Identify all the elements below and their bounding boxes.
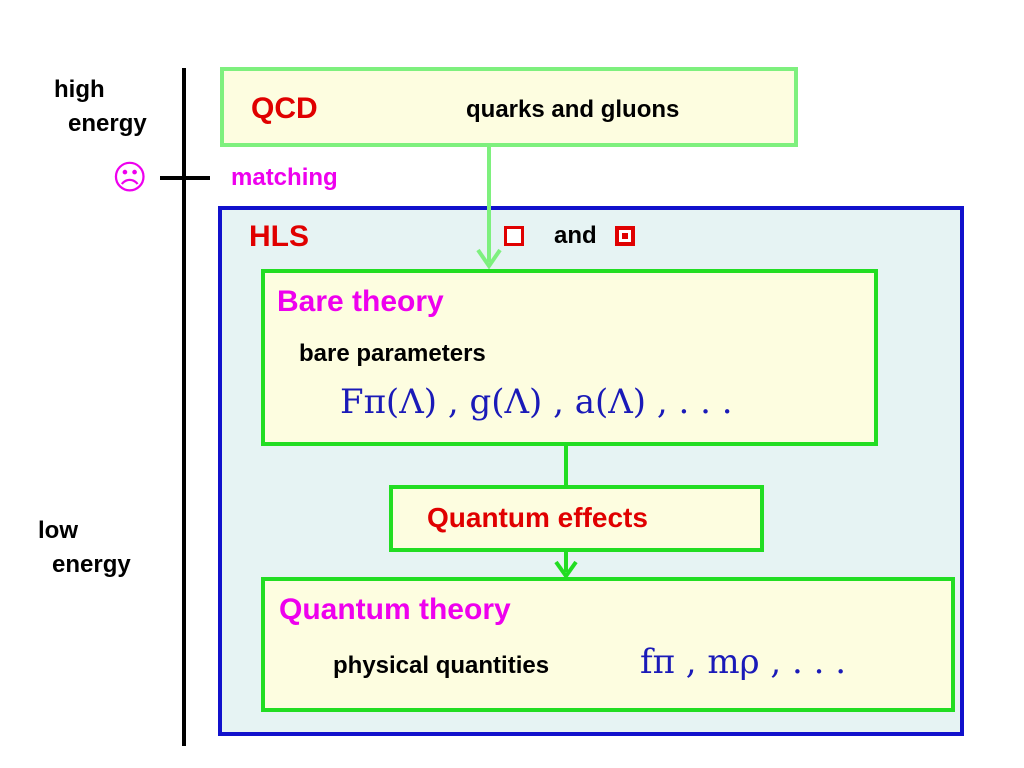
qcd-title: QCD — [251, 92, 318, 125]
bare-parameters-label: bare parameters — [299, 340, 486, 367]
high-energy-label-1: high — [54, 76, 105, 103]
qcd-to-bare-arrow — [476, 147, 502, 270]
low-energy-label-1: low — [38, 517, 78, 544]
sad-face-icon: ☹ — [112, 158, 148, 198]
energy-axis — [182, 68, 186, 746]
low-energy-label-2: energy — [52, 551, 131, 578]
matching-label: matching — [231, 164, 338, 191]
quantum-theory-title: Quantum theory — [279, 593, 511, 626]
hls-title: HLS — [249, 220, 309, 253]
open-square-icon-2 — [615, 226, 635, 246]
physical-quantities-label: physical quantities — [333, 652, 550, 679]
open-square-icon-1 — [504, 226, 524, 246]
high-energy-label-2: energy — [68, 110, 147, 137]
quantum-effects-label: Quantum effects — [427, 502, 648, 533]
physical-quantities-formula: fπ , mρ , . . . — [640, 642, 847, 682]
hls-and-label: and — [554, 222, 597, 249]
effects-to-quantum-arrow — [554, 552, 578, 580]
matching-tick — [160, 176, 210, 180]
bare-theory-title: Bare theory — [277, 285, 444, 318]
quantum-effects-box — [389, 485, 764, 552]
bare-theory-box — [261, 269, 878, 446]
qcd-subtitle: quarks and gluons — [466, 96, 680, 123]
qcd-box — [220, 67, 798, 147]
bare-parameters-formula: Fπ(Λ) , g(Λ) , a(Λ) , . . . — [340, 382, 733, 422]
quantum-theory-box — [261, 577, 955, 712]
